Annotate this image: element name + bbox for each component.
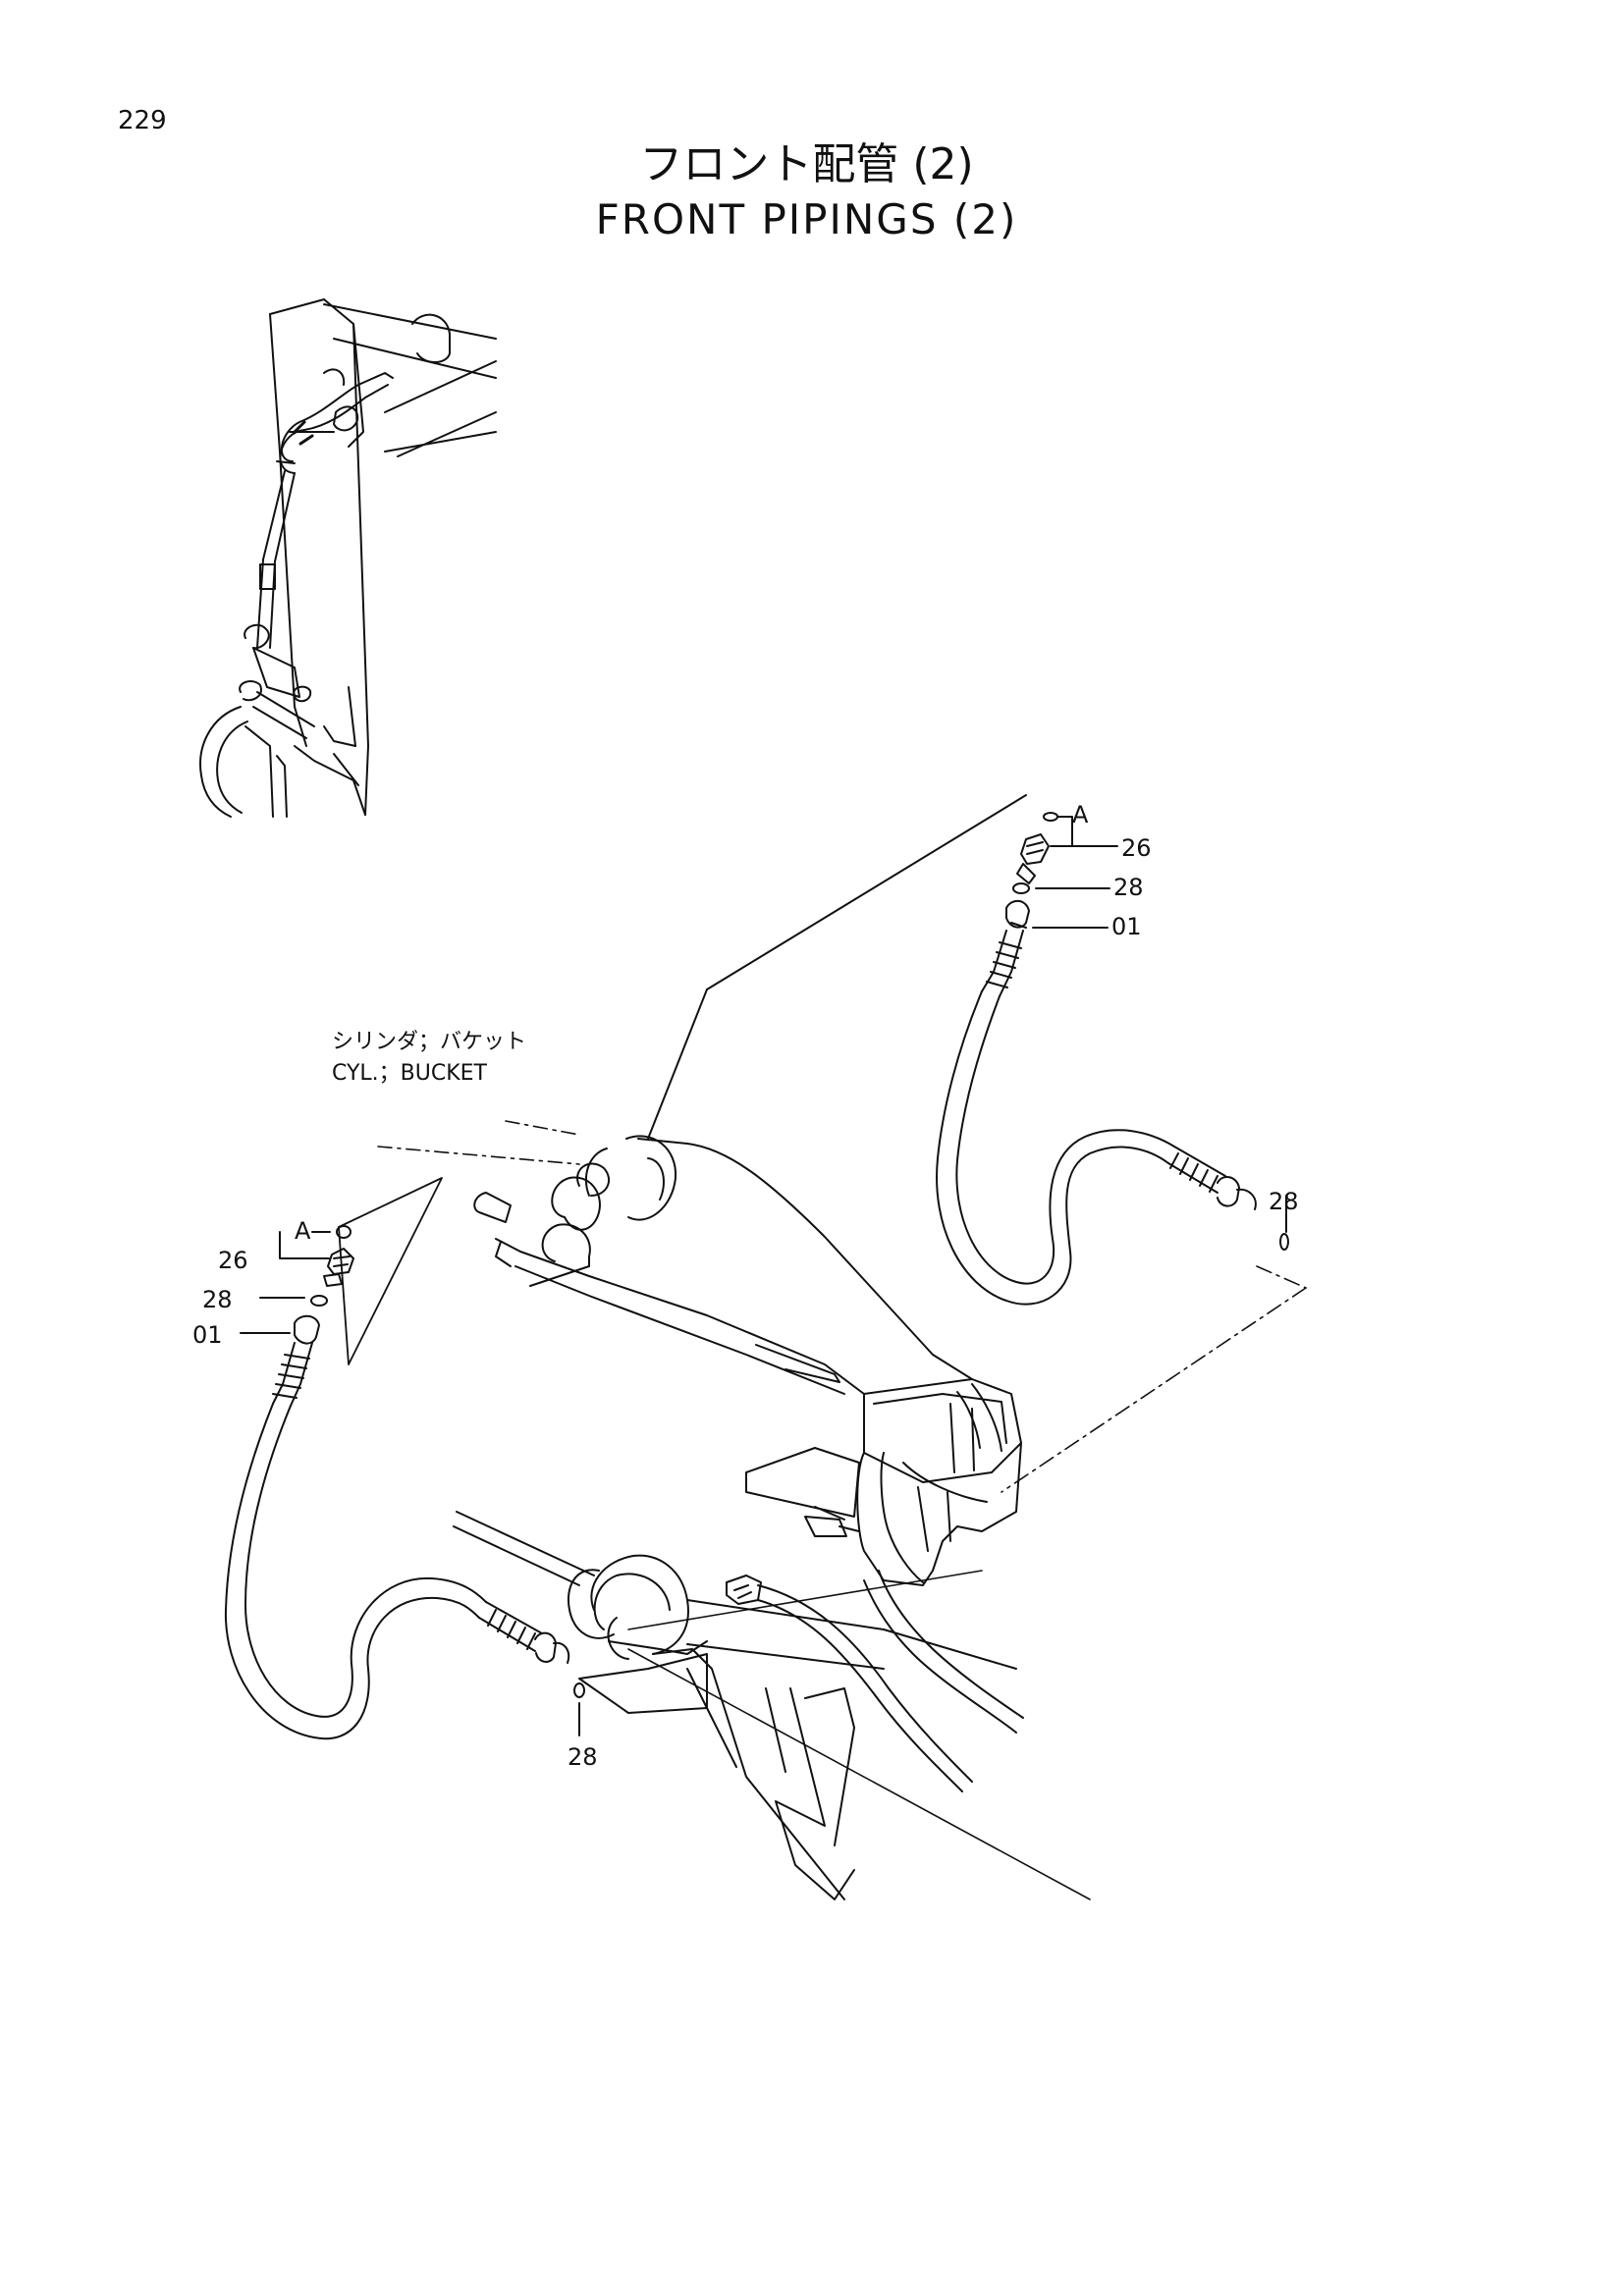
cylinder-label-english: CYL.；BUCKET [332,1061,488,1086]
title-block: フロント配管 (2) FRONT PIPINGS (2) [0,137,1623,247]
overview-arm-inset [199,298,497,818]
callout-left-26: 26 [218,1247,248,1274]
cylinder-label-japanese: シリンダ；バケット [332,1030,526,1054]
page-title-japanese: フロント配管 (2) [639,139,974,189]
callout-right-01: 01 [1111,913,1142,940]
callout-right-28-top: 28 [1113,874,1144,901]
callout-left-01: 01 [192,1321,223,1349]
steel-pipe-lower [726,1570,1024,1792]
page-title-english: FRONT PIPINGS (2) [595,195,1018,243]
callout-right-28-end: 28 [1269,1188,1299,1215]
callout-right-a: A [1072,801,1089,828]
page-number: 229 [118,106,167,135]
hose-assembly-right [936,812,1289,1306]
hose-assembly-left [224,1177,585,1740]
callout-left-28-end: 28 [568,1743,598,1771]
arm-structure [377,794,1307,1586]
lower-boom-and-bucket-cylinder [453,1511,1091,1900]
callout-left-28-top: 28 [202,1286,233,1313]
callout-left-a: A [295,1217,311,1245]
callout-right-26: 26 [1121,834,1152,862]
